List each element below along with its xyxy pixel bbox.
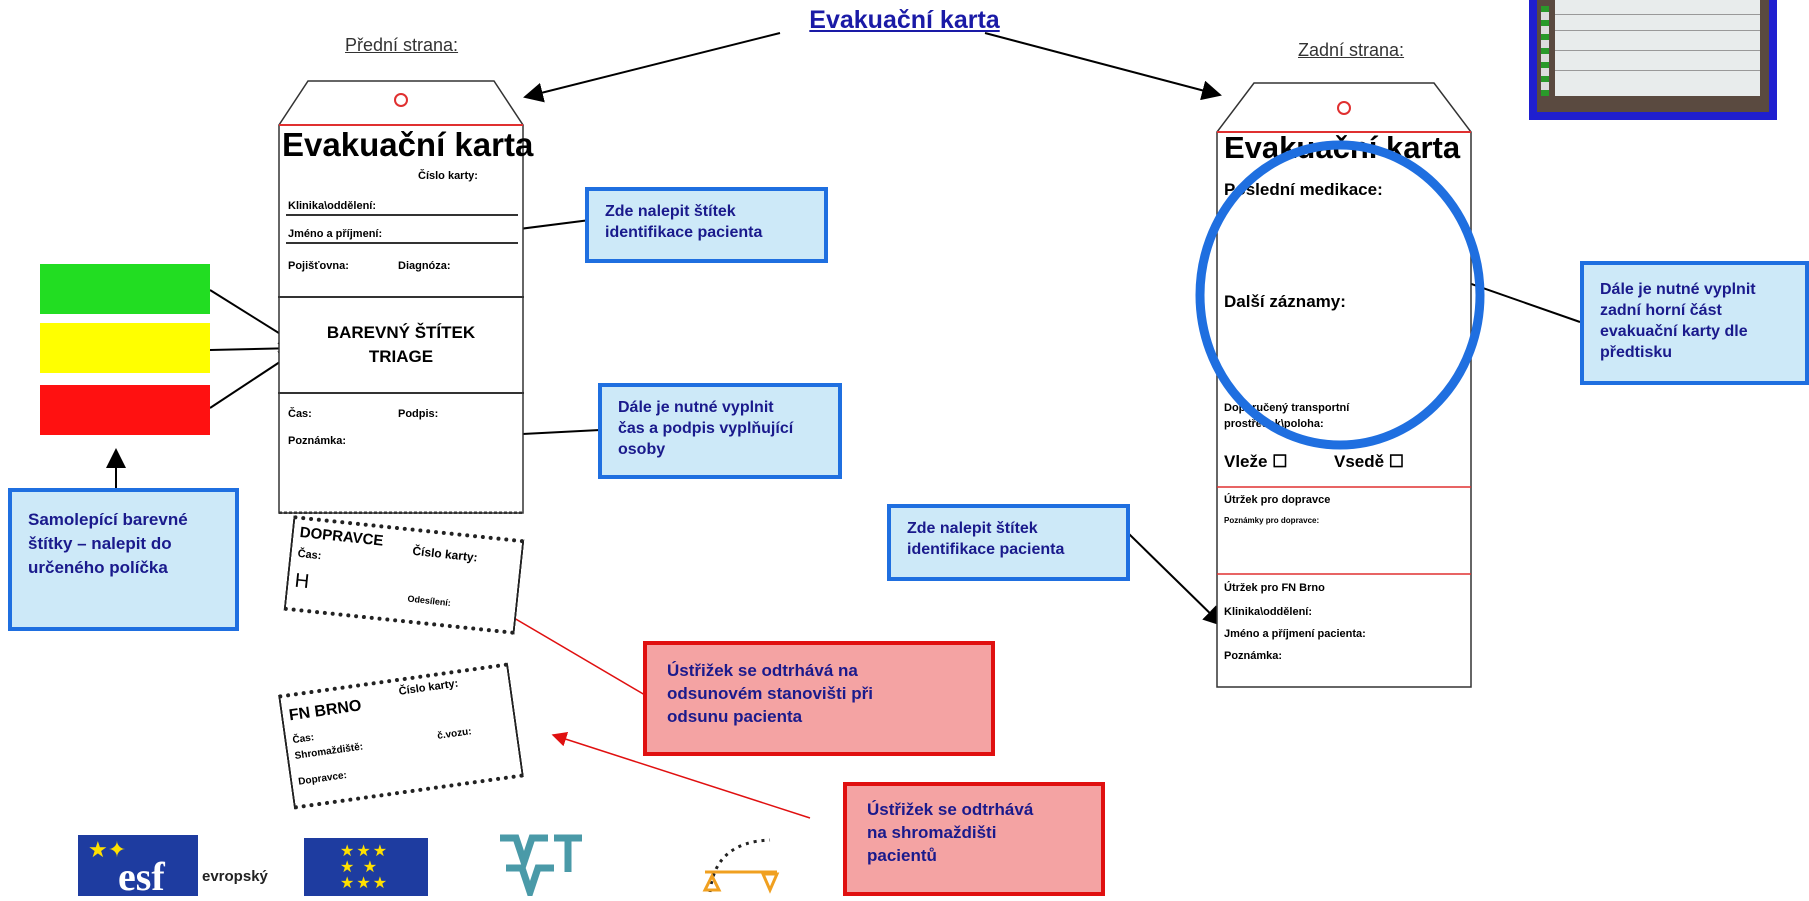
- back-note: Poznámka:: [1224, 650, 1283, 662]
- esf-logo: ★✦ esf: [78, 835, 198, 897]
- triage-yellow-swatch: [40, 323, 210, 373]
- slip1-h: H: [293, 569, 311, 594]
- esf-stars-icon: ★✦: [88, 837, 127, 862]
- highlight-ellipse: [1195, 140, 1485, 450]
- msmt-logo: [496, 832, 586, 901]
- back-side-label: Zadní strana:: [1298, 40, 1405, 60]
- bridge-mark-icon: [702, 838, 780, 894]
- back-fn-slip: Útržek pro FN Brno: [1224, 582, 1325, 594]
- eu-stars-icon: ★★★★ ★★★★: [340, 843, 390, 892]
- callout-stickers: Samolepící barevné štítky – nalepit do u…: [8, 488, 239, 631]
- fn-slip: FN BRNO Číslo karty: Čas: Shromaždiště: …: [278, 662, 524, 810]
- front-time: Čas:: [288, 408, 312, 420]
- front-signature: Podpis:: [398, 408, 439, 420]
- front-card: Evakuační karta Číslo karty: Klinika\odd…: [278, 80, 533, 514]
- slip1-time: Čas:: [297, 547, 322, 563]
- back-patient-name: Jméno a příjmení pacienta:: [1224, 628, 1366, 640]
- slip1-title: DOPRAVCE: [298, 523, 385, 550]
- callout-slip-assembly: Ústřižek se odtrhává na shromaždišti pac…: [843, 782, 1105, 896]
- card-photo: [1529, 0, 1777, 120]
- slip2-title: FN BRNO: [287, 697, 363, 725]
- slip1-card-number: Číslo karty:: [411, 543, 479, 565]
- front-department: Klinika\oddělení:: [288, 200, 377, 212]
- callout-time-sign: Dále je nutné vyplnit čas a podpis vyplň…: [598, 383, 842, 479]
- back-other-records: Další záznamy:: [1224, 292, 1346, 311]
- triage-red-swatch: [40, 385, 210, 435]
- callout-label-front: Zde nalepit štítek identifikace pacienta: [585, 187, 828, 263]
- front-insurance: Pojišťovna:: [288, 260, 349, 272]
- back-department: Klinika\oddělení:: [1224, 606, 1313, 618]
- msmt-mark-icon: [500, 834, 582, 901]
- back-lying: Vleže ☐: [1224, 452, 1288, 471]
- back-last-medication: Poslední medikace:: [1224, 180, 1383, 199]
- back-carrier-slip: Útržek pro dopravce: [1224, 494, 1331, 506]
- triage-label-line1: BAREVNÝ ŠTÍTEK: [326, 323, 476, 342]
- front-side-label: Přední strana:: [345, 35, 459, 55]
- page-title: Evakuační karta: [809, 6, 1000, 34]
- slip1-sender: Odesílení:: [407, 593, 452, 609]
- front-card-title: Evakuační karta: [282, 126, 534, 163]
- front-name: Jméno a příjmení:: [288, 228, 383, 240]
- callout-label-back: Zde nalepit štítek identifikace pacienta: [887, 504, 1130, 581]
- callout-slip-transport: Ústřižek se odtrhává na odsunovém stanov…: [643, 641, 995, 756]
- esf-text: evropský: [198, 866, 272, 887]
- triage-green-swatch: [40, 264, 210, 314]
- front-diagnosis: Diagnóza:: [398, 260, 451, 272]
- back-sitting: Vsedě ☐: [1334, 452, 1405, 471]
- slip2-carrier: Dopravce:: [297, 769, 348, 788]
- back-carrier-notes: Poznámky pro dopravce:: [1224, 516, 1320, 525]
- slip2-time: Čas:: [291, 732, 315, 747]
- front-note: Poznámka:: [288, 435, 347, 447]
- callout-back-fill: Dále je nutné vyplnit zadní horní část e…: [1580, 261, 1809, 385]
- carrier-slip: DOPRAVCE Číslo karty: Čas: H Odesílení:: [283, 515, 525, 635]
- slip2-card-number: Číslo karty:: [398, 677, 460, 698]
- front-card-number: Číslo karty:: [418, 170, 478, 182]
- back-card-outline: [1216, 82, 1472, 688]
- eu-flag-logo: ★★★★ ★★★★: [304, 838, 428, 896]
- slip2-vehicle: č.vozu:: [436, 726, 473, 742]
- triage-label-line2: TRIAGE: [368, 347, 434, 366]
- bridge-logo: [695, 832, 785, 896]
